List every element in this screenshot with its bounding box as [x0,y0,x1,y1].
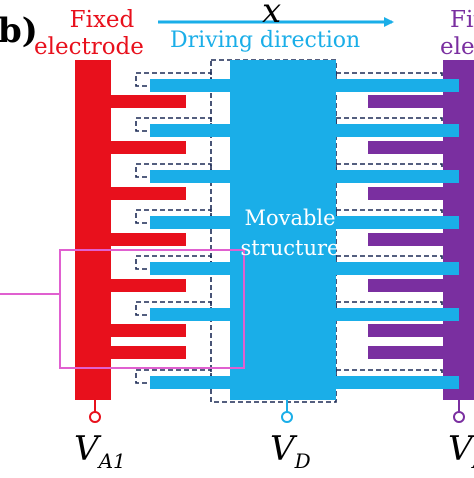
left-electrode-body [75,60,111,400]
axis-label: x [262,0,282,31]
right-fixed-finger [368,279,443,292]
left-electrode-title: Fixed electrode [34,7,144,61]
right-fixed-electrode [368,60,474,400]
right-electrode-title-line2: elect [440,34,474,60]
voltage-right-label: VA [448,432,474,471]
left-fixed-finger [111,187,186,200]
left-fixed-finger [111,279,186,292]
movable-structure-label-line2: structure [240,236,340,260]
movable-left-finger [150,308,230,321]
right-electrode-title: Fix elect [440,7,474,61]
left-fixed-finger [111,95,186,108]
right-fixed-finger [368,141,443,154]
movable-left-finger [150,124,230,137]
right-electrode-body [443,60,474,400]
movable-structure-label-line1: Movable [244,206,336,230]
voltage-center-sub: D [294,448,311,473]
panel-label: b) [0,11,38,51]
movable-structure [150,60,459,400]
voltage-left-base: V [74,429,99,469]
right-electrode-title-line1: Fix [450,7,474,33]
movable-right-finger [336,170,459,183]
left-terminal-icon [89,411,101,423]
left-fixed-finger [111,324,186,337]
movable-structure-label: Movable structure [232,203,348,263]
right-fixed-finger [368,324,443,337]
left-fixed-finger [111,233,186,246]
movable-left-finger [150,376,230,389]
movable-right-finger [336,124,459,137]
movable-left-finger [150,216,230,229]
center-terminal-icon [281,411,293,423]
right-fixed-finger [368,233,443,246]
left-electrode-title-line1: Fixed [69,7,135,33]
movable-left-finger [150,262,230,275]
movable-left-finger [150,170,230,183]
movable-right-finger [336,308,459,321]
terminals [89,400,465,423]
left-fixed-finger [111,141,186,154]
voltage-left-sub: A1 [98,448,126,473]
driving-direction-label: Driving direction [170,28,361,53]
movable-right-finger [336,216,459,229]
right-fixed-finger [368,187,443,200]
movable-right-finger [336,262,459,275]
right-fixed-finger [368,95,443,108]
movable-right-finger [336,376,459,389]
voltage-center-label: VD [270,432,311,471]
left-fixed-electrode [75,60,186,400]
highlight-box [59,249,245,369]
voltage-right-sub: A [473,449,474,473]
voltage-center-base: V [270,429,295,469]
movable-body [230,60,336,400]
left-electrode-title-line2: electrode [34,34,144,60]
voltage-left-label: VA1 [74,432,126,471]
right-terminal-icon [453,411,465,423]
voltage-right-base: V [448,429,473,469]
movable-right-finger [336,79,459,92]
right-fixed-finger [368,346,443,359]
left-fixed-finger [111,346,186,359]
movable-left-finger [150,79,230,92]
